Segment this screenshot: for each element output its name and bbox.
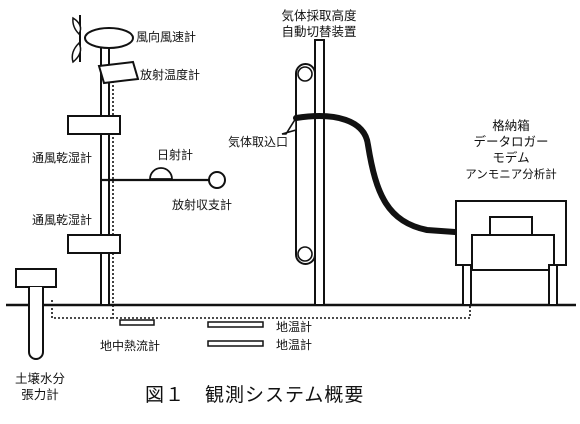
gas-sampler-belt bbox=[295, 63, 316, 265]
soil-heat-flux-plate bbox=[119, 319, 155, 326]
net-radiometer-icon bbox=[208, 171, 226, 189]
sampling-tube bbox=[293, 113, 458, 235]
tensiometer-line2: 張力計 bbox=[21, 387, 59, 402]
psychrometer-lower-label: 通風乾湿計 bbox=[32, 213, 93, 227]
tensiometer-cable bbox=[51, 300, 113, 319]
radiation-thermometer-label: 放射温度計 bbox=[140, 68, 201, 82]
cabinet-line1: データロガー bbox=[473, 134, 549, 149]
gas-sampler-label-line2: 自動切替装置 bbox=[281, 24, 357, 39]
gas-intake-label: 気体取込口 bbox=[228, 135, 289, 149]
cabinet-line3: アンモニア分析計 bbox=[465, 167, 557, 181]
pyranometer-icon bbox=[149, 167, 173, 180]
psychrometer-upper-label: 通風乾湿計 bbox=[32, 151, 93, 165]
anemometer-icon bbox=[71, 15, 134, 64]
cabinet-label: 格納箱 データロガー モデム アンモニア分析計 bbox=[455, 118, 567, 182]
cabinet-line2: モデム bbox=[492, 150, 530, 165]
figure-caption: 図１ 観測システム概要 bbox=[145, 384, 365, 406]
soil-thermometer-2 bbox=[207, 340, 264, 347]
storage-cabinet bbox=[455, 200, 567, 306]
psychrometer-upper-box bbox=[67, 115, 121, 135]
signal-cable bbox=[112, 65, 471, 319]
gas-intake-icon bbox=[281, 115, 297, 135]
gas-sampler-mast bbox=[314, 39, 325, 306]
tensiometer-line1: 土壌水分 bbox=[14, 371, 65, 386]
soil-heat-flux-label: 地中熱流計 bbox=[100, 339, 161, 353]
radiation-thermometer-icon bbox=[97, 60, 140, 85]
soil-temp-2-label: 地温計 bbox=[276, 338, 313, 352]
pyranometer-label: 日射計 bbox=[157, 148, 194, 162]
psychrometer-lower-box bbox=[67, 234, 121, 254]
soil-thermometer-1 bbox=[207, 321, 264, 328]
soil-temp-1-label: 地温計 bbox=[276, 320, 313, 334]
tensiometer-icon bbox=[15, 268, 57, 360]
anemometer-label: 風向風速計 bbox=[136, 30, 197, 44]
gas-sampler-label: 気体採取高度 自動切替装置 bbox=[262, 8, 376, 40]
net-radiometer-label: 放射収支計 bbox=[172, 198, 233, 212]
gas-sampler-label-line1: 気体採取高度 bbox=[281, 8, 357, 23]
tensiometer-label: 土壌水分 張力計 bbox=[8, 371, 72, 403]
cabinet-title: 格納箱 bbox=[492, 118, 530, 133]
